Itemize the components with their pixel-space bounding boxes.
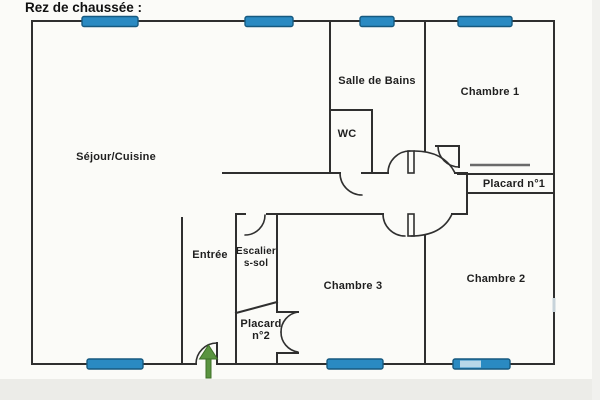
room-label-living-kitchen: Séjour/Cuisine — [76, 151, 156, 163]
corridor-top-door-stub — [407, 150, 415, 174]
window-icon-top-1 — [81, 15, 139, 28]
room-label-bedroom1: Chambre 1 — [460, 86, 520, 98]
stairs-door-arc-icon — [244, 214, 266, 236]
window-icon-top-3 — [359, 15, 395, 28]
room-label-closet1: Placard n°1 — [482, 178, 546, 190]
window-bottom-3-light-part — [460, 360, 481, 368]
room-label-bedroom3: Chambre 3 — [323, 280, 383, 292]
corridor-top-door-right-arc-icon — [413, 150, 456, 174]
corridor-bottom-door-right-arc-icon — [410, 213, 453, 237]
wall-bedroom1-door-frame — [435, 145, 460, 168]
bedroom1-door-arc-icon — [437, 145, 460, 168]
room-label-stairs-line1: Escalier — [236, 246, 276, 257]
closet2-folding-door-bottom-icon — [280, 331, 299, 353]
room-label-closet2-line1: Placard — [240, 318, 282, 330]
closet2-folding-door-top-icon — [280, 311, 299, 333]
window-icon-bottom-1 — [86, 358, 144, 370]
room-label-bathroom: Salle de Bains — [338, 75, 416, 87]
corridor-top-door-left-arc-icon — [387, 150, 411, 174]
window-icon-bottom-2 — [326, 358, 384, 370]
room-label-bedroom2: Chambre 2 — [466, 273, 526, 285]
window-icon-top-2 — [244, 15, 294, 28]
entrance-door-arc-icon — [195, 342, 218, 365]
room-label-wc: WC — [337, 128, 357, 140]
windows — [81, 15, 513, 370]
entrance-arrow-head — [198, 344, 219, 360]
wall-closet1 — [457, 173, 555, 215]
wall-stairs-diagonal — [234, 300, 279, 315]
scan-artifact-edge — [592, 0, 600, 400]
room-label-entry: Entrée — [192, 249, 228, 261]
entrance-arrow-stem — [205, 358, 212, 379]
scan-artifact-band — [0, 379, 600, 400]
wall-wc-box — [329, 109, 373, 174]
room-label-closet2-line2: n°2 — [252, 330, 270, 342]
corridor-bottom-door-left-arc-icon — [382, 213, 406, 237]
room-label-stairs-line2: s-sol — [243, 258, 269, 269]
room-label-closet2: Placard n°2 — [240, 318, 281, 342]
room-label-stairs: Escalier s-sol — [236, 246, 276, 270]
door-arcs — [195, 145, 460, 365]
window-icon-top-4 — [457, 15, 513, 28]
corridor-bottom-door-stub — [407, 213, 415, 237]
wc-door-arc-icon — [339, 172, 363, 196]
page-title: Rez de chaussée : — [25, 0, 143, 15]
entrance-arrow-icon — [198, 344, 219, 379]
